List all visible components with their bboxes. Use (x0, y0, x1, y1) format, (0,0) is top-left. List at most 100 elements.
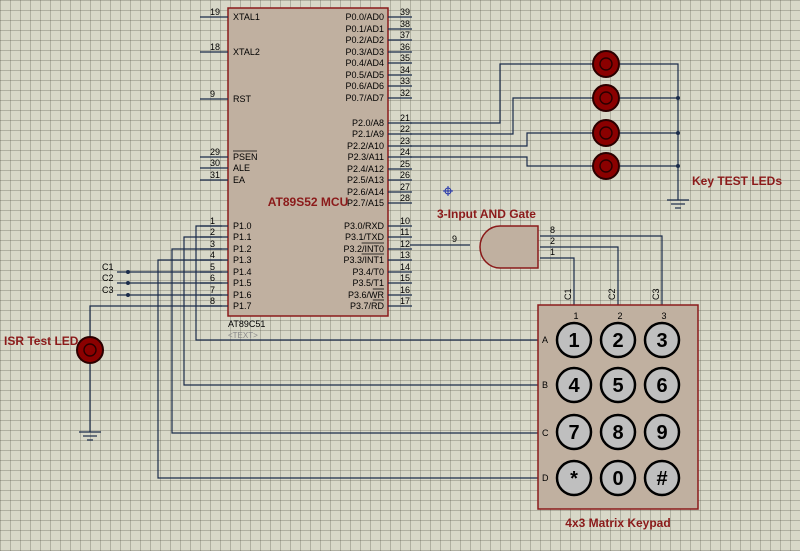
mcu-pin-label-p1-4: P1.4 (233, 267, 252, 277)
key-hash[interactable]: # (643, 459, 681, 497)
net-label-c3: C3 (102, 285, 114, 295)
mcu-pin-label-p0-4-ad4: P0.4/AD4 (345, 58, 384, 68)
keypad-col-num-3: 3 (661, 311, 666, 321)
key-led-1[interactable] (592, 50, 620, 78)
mcu-pin-num-17: 17 (400, 296, 410, 306)
mcu-pin-num-4: 4 (210, 250, 215, 260)
key-9[interactable]: 9 (643, 413, 681, 451)
gate-out-pin: 9 (452, 234, 457, 244)
mcu-pin-label-p0-2-ad2: P0.2/AD2 (345, 35, 384, 45)
mcu-pin-num-1: 1 (210, 216, 215, 226)
ground-symbol-isr (79, 431, 101, 441)
and-gate[interactable]: 3-Input AND Gate 9 8 2 1 (437, 207, 555, 269)
mcu-pin-num-28: 28 (400, 193, 410, 203)
key-1[interactable]: 1 (555, 321, 593, 359)
mcu-pin-num-10: 10 (400, 216, 410, 226)
mcu-text-placeholder: <TEXT> (228, 331, 258, 340)
key-label: 3 (656, 330, 667, 352)
key-label: 5 (612, 375, 623, 397)
mcu-pin-num-15: 15 (400, 273, 410, 283)
keypad-row-label-b: B (542, 380, 548, 390)
key-label: 8 (612, 422, 623, 444)
mcu-pin-num-21: 21 (400, 113, 410, 123)
mcu-pin-num-27: 27 (400, 182, 410, 192)
junction-dots (126, 96, 680, 297)
mcu-pin-label-p1-6: P1.6 (233, 290, 252, 300)
mcu-pin-label-p1-1: P1.1 (233, 232, 252, 242)
mcu-pin-num-33: 33 (400, 76, 410, 86)
mcu-right-pins: 39P0.0/AD038P0.1/AD137P0.2/AD236P0.3/AD3… (343, 7, 412, 311)
mcu-pin-num-3: 3 (210, 239, 215, 249)
mcu-pin-label-p1-7: P1.7 (233, 301, 252, 311)
mcu-pin-num-23: 23 (400, 136, 410, 146)
mcu-pin-label-p2-4-a12: P2.4/A12 (347, 164, 384, 174)
keypad-col-label-c1: C1 (563, 288, 573, 300)
mcu-pin-num-24: 24 (400, 147, 410, 157)
key-led-3[interactable] (592, 119, 620, 147)
keypad-col-label-c3: C3 (651, 288, 661, 300)
key-6[interactable]: 6 (643, 366, 681, 404)
mcu-pin-num-31: 31 (210, 170, 220, 180)
net-label-c2: C2 (102, 273, 114, 283)
gate-in-pin-1: 8 (550, 225, 555, 235)
mcu-pin-label-p0-1-ad1: P0.1/AD1 (345, 24, 384, 34)
mcu-pin-num-38: 38 (400, 19, 410, 29)
mcu-pin-label-p3-1-txd: P3.1/TXD (345, 232, 385, 242)
key-8[interactable]: 8 (599, 413, 637, 451)
mcu-pin-label-p0-5-ad5: P0.5/AD5 (345, 70, 384, 80)
mcu-pin-label-p2-1-a9: P2.1/A9 (352, 129, 384, 139)
mcu-pin-label-p3-7-rd: P3.7/RD (350, 301, 385, 311)
mcu-pin-num-35: 35 (400, 53, 410, 63)
keypad-title: 4x3 Matrix Keypad (565, 516, 670, 530)
keypad-col-num-2: 2 (617, 311, 622, 321)
mcu-pin-num-18: 18 (210, 42, 220, 52)
key-label: 0 (612, 468, 623, 490)
mcu-pin-label-p1-2: P1.2 (233, 244, 252, 254)
mcu-pin-label-p3-3-int1: P3.3/INT1 (343, 255, 384, 265)
gate-in-pin-3: 1 (550, 247, 555, 257)
mcu-pin-label-p0-7-ad7: P0.7/AD7 (345, 93, 384, 103)
mcu-pin-label-p1-5: P1.5 (233, 278, 252, 288)
key-leds-label: Key TEST LEDs (692, 174, 782, 188)
ground-symbol-leds (667, 199, 689, 209)
mcu-pin-label-p2-5-a13: P2.5/A13 (347, 175, 384, 185)
key-4[interactable]: 4 (555, 366, 593, 404)
mcu-pin-label-p0-6-ad6: P0.6/AD6 (345, 81, 384, 91)
mcu-pin-num-5: 5 (210, 262, 215, 272)
key-label: * (570, 468, 578, 490)
key-label: 9 (656, 422, 667, 444)
mcu-pin-num-9: 9 (210, 89, 215, 99)
mcu-pin-num-37: 37 (400, 30, 410, 40)
key-3[interactable]: 3 (643, 321, 681, 359)
key-label: 6 (656, 375, 667, 397)
mcu-body (227, 7, 389, 317)
mcu-pin-label-p1-3: P1.3 (233, 255, 252, 265)
mcu-pin-label-p2-3-a11: P2.3/A11 (348, 152, 384, 162)
key-5[interactable]: 5 (599, 366, 637, 404)
gate-in-pin-2: 2 (550, 236, 555, 246)
mcu-pin-label-p2-2-a10: P2.2/A10 (347, 141, 384, 151)
mcu-pin-num-6: 6 (210, 273, 215, 283)
key-7[interactable]: 7 (555, 413, 593, 451)
mcu-pin-num-13: 13 (400, 250, 410, 260)
and-gate-body (479, 225, 539, 269)
mcu-pin-num-32: 32 (400, 88, 410, 98)
mcu-pin-label-ea: EA (233, 175, 245, 185)
key-star[interactable]: * (555, 459, 593, 497)
key-led-4[interactable] (592, 152, 620, 180)
mcu-part-label: AT89C51 (228, 319, 265, 329)
mcu-pin-num-16: 16 (400, 285, 410, 295)
key-label: 2 (612, 330, 623, 352)
key-label: 4 (568, 375, 580, 397)
net-label-c1: C1 (102, 262, 114, 272)
mcu-pin-num-30: 30 (210, 158, 220, 168)
key-0[interactable]: 0 (599, 459, 637, 497)
mcu-pin-label-p0-3-ad3: P0.3/AD3 (345, 47, 384, 57)
mcu-pin-num-8: 8 (210, 296, 215, 306)
isr-led[interactable] (76, 336, 104, 364)
key-2[interactable]: 2 (599, 321, 637, 359)
key-led-2[interactable] (592, 84, 620, 112)
